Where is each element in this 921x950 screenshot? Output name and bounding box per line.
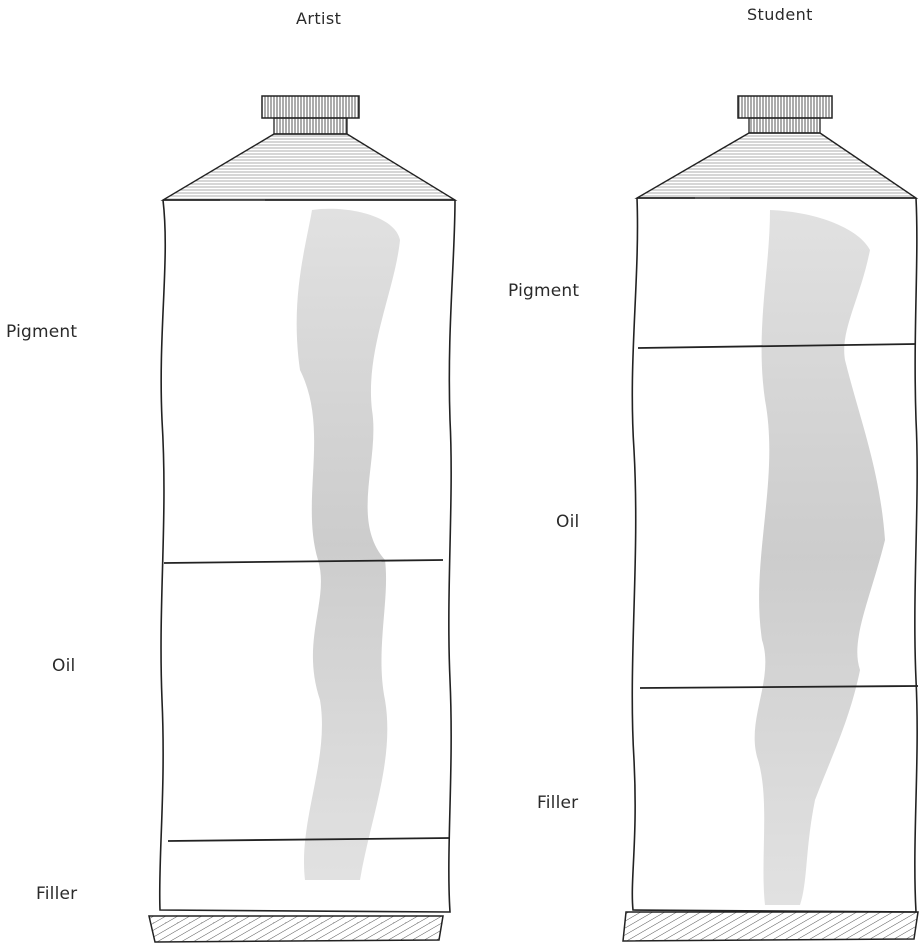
artist-label-oil: Oil xyxy=(52,656,75,676)
student-divider-oil-filler xyxy=(640,686,918,688)
student-label-filler: Filler xyxy=(537,793,578,813)
artist-paint-smear xyxy=(297,209,400,880)
artist-title: Artist xyxy=(296,9,341,29)
student-tube-shoulder xyxy=(637,133,916,198)
student-tube xyxy=(623,96,918,941)
artist-tube-shoulder xyxy=(163,134,455,200)
artist-tube-crimp xyxy=(149,916,443,942)
student-tube-crimp xyxy=(623,912,918,941)
student-label-oil: Oil xyxy=(556,512,579,532)
student-tube-cap xyxy=(738,96,832,133)
artist-divider-pigment-oil xyxy=(164,560,443,563)
student-title: Student xyxy=(747,5,813,25)
artist-label-filler: Filler xyxy=(36,884,77,904)
student-label-pigment: Pigment xyxy=(508,281,579,301)
artist-label-pigment: Pigment xyxy=(6,322,77,342)
artist-tube-cap xyxy=(262,96,359,134)
artist-tube xyxy=(149,96,455,942)
student-paint-smear xyxy=(755,210,885,905)
